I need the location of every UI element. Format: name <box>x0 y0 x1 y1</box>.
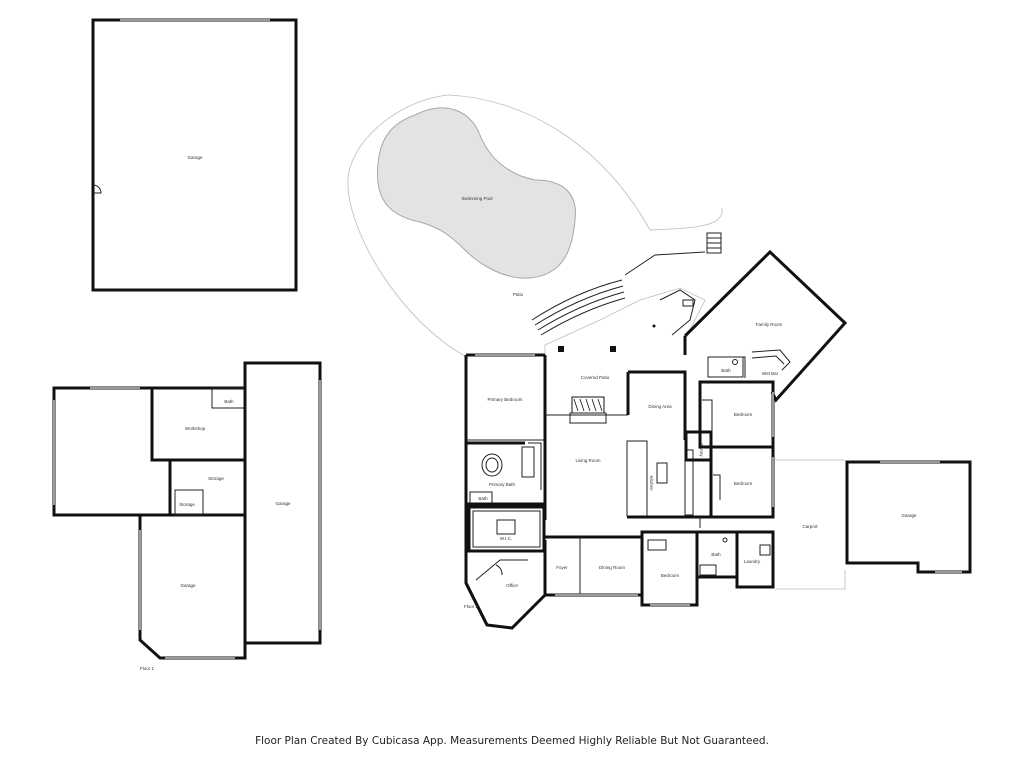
label-dining-room: Dining Room <box>599 565 625 570</box>
yard-and-pool: Swimming Pool Patio <box>347 94 723 357</box>
label-bath-hall: Bath <box>711 552 721 557</box>
label-laundry: Laundry <box>744 559 761 564</box>
label-bath-workshop: Bath <box>224 399 234 404</box>
label-primary-bath: Primary Bath <box>489 482 516 487</box>
label-covered-patio: Covered Patio <box>581 375 610 380</box>
label-patio: Patio <box>513 292 524 297</box>
label-storage-2: Storage <box>179 502 195 507</box>
label-swimming-pool: Swimming Pool <box>461 196 492 201</box>
label-bedroom-2: Bedroom <box>734 481 753 486</box>
label-garage-carport: Garage <box>901 513 917 518</box>
label-wet-bar: Wet Bar <box>762 371 779 376</box>
label-family-room: Family Room <box>756 322 783 327</box>
label-foyer: Foyer <box>556 565 568 570</box>
label-garage-right: Garage <box>275 501 291 506</box>
label-floor-1: Floor 1 <box>140 666 155 671</box>
label-storage-1: Storage <box>208 476 224 481</box>
label-kitchen: Kitchen <box>649 475 654 491</box>
label-garage-left: Garage <box>180 583 196 588</box>
label-living-room: Living Room <box>575 458 600 463</box>
label-office: Office <box>506 583 518 588</box>
swimming-pool <box>377 107 576 279</box>
label-wic: W.I.C. <box>500 536 512 541</box>
label-bedroom-1: Bedroom <box>734 412 753 417</box>
label-garage-detached: Garage <box>187 155 203 160</box>
label-workshop: Workshop <box>185 426 206 431</box>
label-bedroom-3: Bedroom <box>661 573 680 578</box>
main-house: Covered Patio Family Room Bath Wet Bar P… <box>464 249 972 630</box>
label-floor-2: Floor 2 <box>464 604 479 609</box>
label-dining-area: Dining Area <box>648 404 672 409</box>
label-primary-bedroom: Primary Bedroom <box>487 397 522 402</box>
disclaimer-caption: Floor Plan Created By Cubicasa App. Meas… <box>255 735 769 747</box>
floor-1: Workshop Bath Storage Storage Garage Gar… <box>52 361 322 671</box>
label-bath-family: Bath <box>721 368 731 373</box>
label-bath-small: Bath <box>478 496 488 501</box>
detached-garage: Garage <box>91 18 298 292</box>
label-carport: Carport <box>802 524 818 529</box>
label-pantry: Pantry <box>699 443 704 457</box>
